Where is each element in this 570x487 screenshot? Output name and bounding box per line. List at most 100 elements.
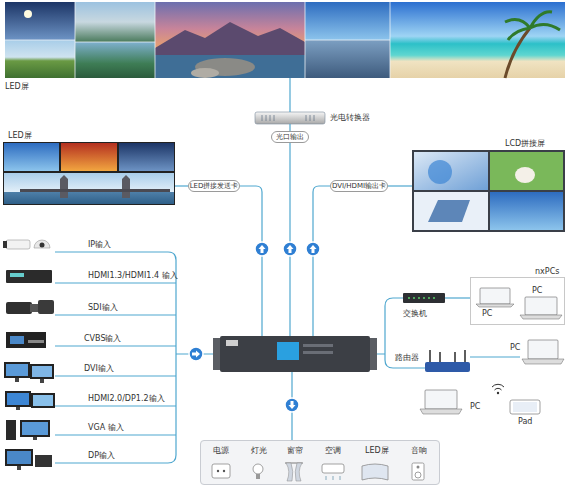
network-wire [370, 298, 425, 368]
control-panel: 电源灯光窗帘空调LED屏音响 [200, 440, 440, 485]
node-text: LCD拼接屏 [505, 139, 545, 148]
hdmi2-monitors [5, 391, 55, 410]
pc-laptop: PC [420, 388, 462, 416]
processor-body [220, 336, 370, 372]
socket-hole [223, 470, 225, 472]
flow-arrow-icon [283, 242, 297, 256]
wifi-dot [497, 392, 499, 394]
pc-label: PC [480, 309, 500, 319]
image-tile [75, 42, 155, 78]
node-text: Pad [518, 417, 532, 426]
camcorder-lens [30, 304, 38, 312]
ip-cameras [3, 240, 50, 249]
icon-arrow [287, 245, 294, 253]
lake [155, 55, 305, 78]
converter-device [255, 112, 325, 124]
output-card-pill: DVI/HDMI输出卡 [330, 180, 388, 192]
processor-buttons [303, 344, 333, 347]
node-text: LED屏 [5, 82, 29, 91]
globe [428, 160, 452, 184]
image-tile [305, 2, 390, 40]
signal-wire [313, 186, 330, 336]
input-label: CVBS输入 [84, 334, 121, 343]
wifi-symbol [492, 384, 504, 390]
socket-hole [217, 470, 219, 472]
monitor-screen [32, 366, 52, 377]
monitor-stand [17, 466, 21, 470]
input-label: VGA 输入 [88, 423, 124, 432]
tablet-screen [513, 402, 537, 412]
monitor-screen [6, 364, 28, 376]
rabbit [515, 167, 535, 183]
input-label: IP输入 [88, 240, 111, 249]
switch-ports [408, 297, 435, 299]
icon-arrow [289, 401, 296, 409]
image-tile [490, 192, 563, 230]
input-label: DP输入 [88, 451, 115, 460]
panel-fill [200, 440, 440, 485]
speaker-tweeter [417, 466, 420, 469]
image-tile [119, 143, 174, 171]
led-screen-image [3, 142, 175, 205]
icon-circle [283, 242, 297, 256]
screen-frame [412, 150, 565, 232]
device-ports [262, 115, 314, 121]
laptop-screen [528, 340, 558, 359]
power-socket [212, 464, 230, 478]
processor-screen [277, 342, 299, 360]
node-text: PC [470, 402, 480, 411]
mountain [155, 22, 305, 55]
node-text: 音响 [411, 446, 427, 455]
node-text: PC [482, 309, 492, 318]
camcorder [6, 302, 32, 314]
laptop-screen [525, 297, 557, 315]
connector [175, 185, 188, 186]
input-bus [55, 252, 220, 463]
laptop-picture [428, 200, 470, 222]
router-antennas [430, 350, 465, 362]
processor-logo [226, 340, 238, 346]
monitor [20, 420, 50, 437]
player-body [6, 332, 46, 348]
input-label: DVI输入 [84, 364, 114, 373]
node-text: PC [532, 286, 542, 295]
output-pill: 光口输出 [271, 131, 309, 143]
icon-circle [306, 242, 320, 256]
sender-card-pill: LED拼接发送卡 [188, 180, 240, 192]
node-text: 窗帘 [287, 446, 303, 455]
node-text: LED屏 [8, 131, 32, 140]
screen-frame [3, 142, 175, 205]
node-text: 光口输出 [272, 132, 308, 142]
connector [388, 185, 412, 186]
monitor-screen [7, 451, 31, 464]
laptop-screen [480, 288, 510, 304]
pc-label: PC [530, 286, 550, 295]
router-body [425, 362, 470, 372]
image-tile [61, 143, 117, 171]
player-slot [28, 340, 44, 343]
monitor [30, 364, 54, 379]
node-text: 灯光 [251, 446, 267, 455]
speaker-cone [415, 472, 421, 478]
input-label: HDMI2.0/DP1.2输入 [88, 394, 165, 403]
led-screen: LED屏 [3, 142, 175, 205]
camera-lens [3, 241, 7, 248]
image-tile [390, 2, 565, 78]
icon-arrow [192, 351, 200, 358]
led-wall-image [5, 2, 565, 78]
box-display [10, 273, 24, 277]
pc-tower [6, 420, 16, 440]
dome-camera [34, 240, 50, 248]
optical-converter: 光电转换器 [255, 112, 325, 124]
curtain [286, 463, 302, 481]
connector [445, 297, 470, 298]
curved-screen [362, 464, 388, 480]
image-tile [414, 152, 488, 190]
monitor-stand [33, 437, 37, 440]
image-tile [4, 173, 174, 204]
flow-arrow-icon [285, 398, 299, 412]
node-text: 光电转换器 [330, 113, 370, 122]
